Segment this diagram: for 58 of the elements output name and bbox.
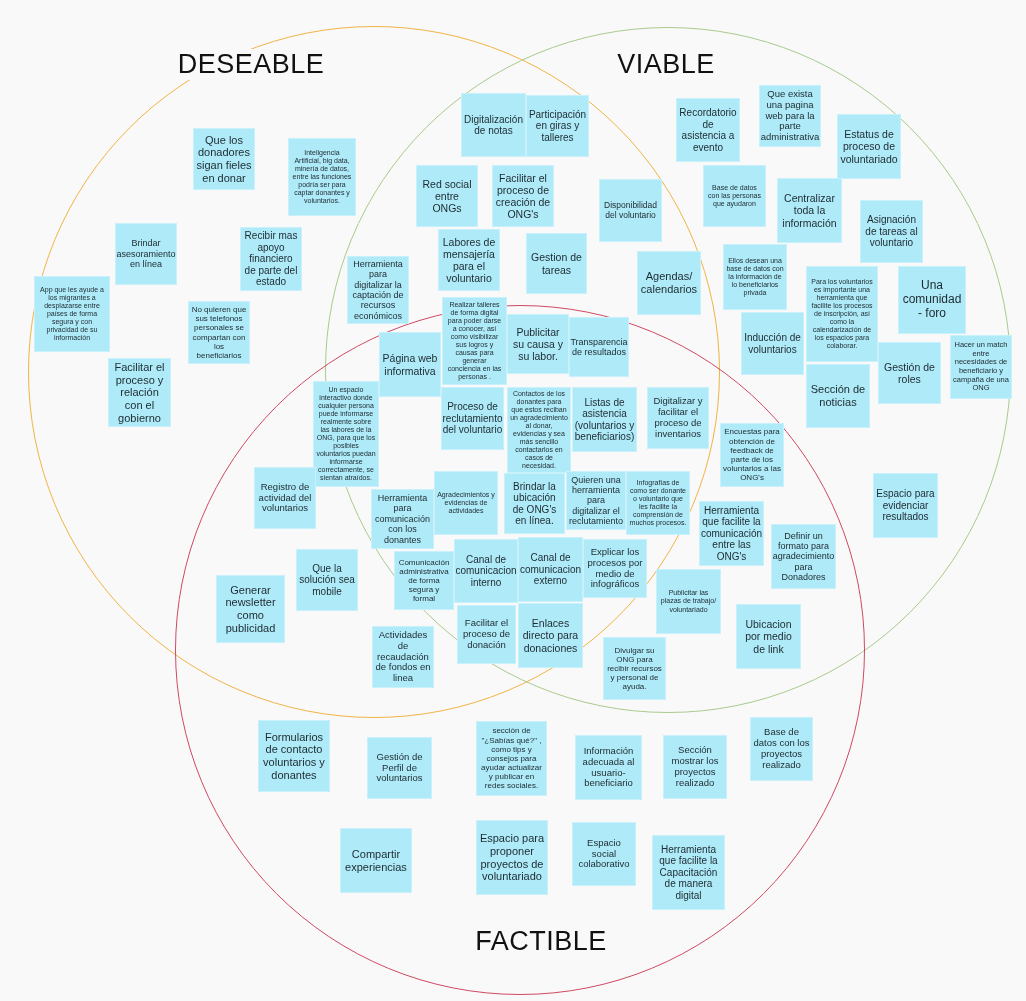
sticky-note: Gestión de roles — [879, 343, 940, 403]
sticky-note: Herramienta que facilite la comunicación entre las ONG's — [700, 502, 763, 565]
sticky-note: Una comunidad - foro — [899, 267, 965, 333]
sticky-note: Agendas/ calendarios — [638, 252, 700, 314]
sticky-note: Participación en giras y talleres — [527, 96, 588, 156]
sticky-note: Labores de mensajería para el voluntario — [439, 230, 499, 290]
sticky-note: Proceso de reclutamiento del voluntario — [442, 388, 503, 449]
sticky-note: Herramienta que facilite la Capacitación de manera digital — [653, 836, 724, 909]
sticky-note: Página web informativa — [380, 333, 440, 396]
sticky-note: Espacio para evidenciar resultados — [874, 474, 937, 537]
sticky-note: Que exista una pagina web para la parte administrativa — [760, 86, 820, 146]
sticky-note: Facilitar el proceso de donación — [458, 606, 515, 663]
sticky-note: sección de "¿Sabías qué?" , como tips y consejos para ayudar actualizar y publicar en redes sociales. — [477, 722, 546, 795]
sticky-note: Quieren una herramienta para digitalizar el reclutamiento — [567, 472, 625, 529]
sticky-note: Comunicación administrativa de forma segura y formal — [395, 552, 453, 609]
sticky-note: Ubicacion por medio de link — [737, 605, 800, 668]
sticky-note: Publicitar su causa y su labor. — [508, 315, 568, 373]
sticky-note: Divulgar su ONG para recibir recursos y personal de ayuda. — [604, 638, 665, 699]
sticky-note: Compartir experiencias — [341, 829, 411, 892]
sticky-note: Sección de noticias — [807, 365, 869, 427]
sticky-note: Disponibilidad del voluntario — [600, 180, 661, 241]
sticky-note: Explicar los procesos por medio de infográficos — [584, 540, 646, 597]
sticky-note: Digitalizar y facilitar el proceso de inventarios — [648, 388, 708, 448]
sticky-note: Brindar asesoramiento en línea — [116, 224, 176, 284]
sticky-note: Inducción de voluntarios — [742, 313, 803, 374]
sticky-note: Red social entre ONGs — [417, 166, 477, 226]
sticky-note: Sección mostrar los proyectos realizado — [664, 736, 726, 798]
sticky-note: Actividades de recaudación de fondos en linea — [373, 627, 433, 687]
sticky-note: Base de datos con los proyectos realizado — [751, 718, 812, 780]
sticky-note: Información adecuada al usuario-beneficiario — [576, 736, 641, 799]
sticky-note: Canal de comunicacion externo — [519, 538, 582, 601]
sticky-note: Facilitar el proceso y relación con el gobierno — [109, 359, 170, 427]
sticky-note: Formularios de contacto voluntarios y donantes — [259, 721, 329, 791]
sticky-note: Herramienta para digitalizar la captación de recursos económicos — [348, 257, 408, 324]
sticky-note: Transparencia de resultados — [570, 318, 628, 376]
sticky-note: Canal de comunicacion interno — [455, 540, 517, 602]
sticky-note: Espacio social colaborativo — [573, 823, 635, 885]
sticky-note: Facilitar el proceso de creación de ONG's — [493, 166, 553, 226]
sticky-note: Gestion de tareas — [527, 234, 586, 293]
sticky-note: Digitalización de notas — [462, 94, 525, 156]
sticky-note: Espacio para proponer proyectos de voluntariado — [477, 821, 547, 894]
sticky-note: Asignación de tareas al voluntario — [861, 201, 922, 262]
sticky-note: Recordatorio de asistencia a evento — [677, 99, 739, 161]
sticky-note: Estatus de proceso de voluntariado — [838, 115, 900, 178]
sticky-note: Que los donadores sigan fieles en donar — [194, 129, 254, 189]
sticky-note: Definir un formato para agradecimiento para Donadores — [772, 525, 835, 588]
sticky-note: No quieren que sus telefonos personales se compartan con los beneficiarios — [189, 302, 249, 363]
sticky-note: Centralizar toda la información — [778, 179, 841, 242]
sticky-note: Recibir mas apoyo financiero de parte del estado — [241, 228, 301, 290]
sticky-note: Registro de actividad del voluntarios — [255, 468, 315, 528]
sticky-note: Enlaces directo para donaciones — [519, 604, 582, 667]
sticky-note: Encuestas para obtención de feedback de parte de los voluntarios a las ONG's — [721, 424, 783, 486]
sticky-note: Listas de asistencia (voluntarios y beneficiarios) — [573, 388, 636, 451]
sticky-note: Que la solución sea mobile — [297, 550, 357, 610]
sticky-note: Gestión de Perfil de voluntarios — [368, 738, 431, 798]
sticky-note: Herramienta para comunicación con los donantes — [372, 490, 433, 548]
sticky-note: Generar newsletter como publicidad — [217, 576, 284, 642]
sticky-note: Brindar la ubicación de ONG's en línea. — [505, 474, 564, 533]
